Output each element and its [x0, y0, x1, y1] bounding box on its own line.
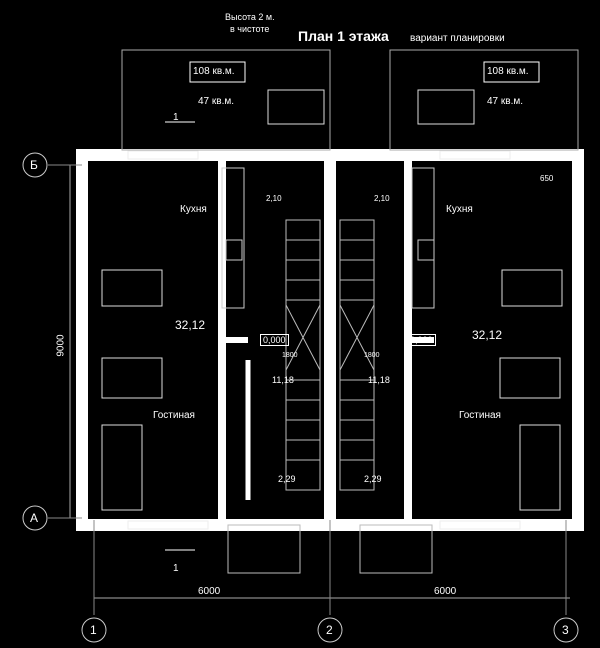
- area-main-right: 32,12: [472, 328, 503, 342]
- porch-left: [227, 524, 301, 574]
- dim-height: 9000: [55, 334, 67, 357]
- room-kitchen-right: Кухня: [446, 204, 473, 215]
- axis-bubble-1: [81, 617, 107, 643]
- dim-span-left: 6000: [198, 586, 221, 597]
- kitchen-counter-left: [221, 167, 245, 309]
- window: [439, 520, 521, 530]
- window: [127, 150, 199, 160]
- porch-right: [359, 524, 433, 574]
- outer-wall-right-unit: [324, 149, 584, 531]
- area-bath-left: 2,29: [278, 474, 296, 484]
- axis-bubble-b: [22, 152, 48, 178]
- area-main-left: 32,12: [175, 318, 206, 332]
- terrace-table-right: [417, 89, 475, 125]
- stove-right: [417, 239, 435, 261]
- window: [439, 150, 511, 160]
- sofa-left-1: [101, 357, 163, 399]
- elevation-right: 0,000: [407, 334, 436, 346]
- sofa-right-2: [519, 424, 561, 511]
- room-kitchen-left: Кухня: [180, 204, 207, 215]
- sofa-left-2: [101, 424, 143, 511]
- axis-label-1: 1: [90, 623, 97, 637]
- window: [127, 520, 209, 530]
- area-plot-right: 47 кв.м.: [487, 96, 524, 107]
- ceiling-note-line2: в чистоте: [230, 24, 270, 34]
- axis-bubble-3: [553, 617, 579, 643]
- room-living-right: Гостиная: [459, 410, 501, 421]
- axis-bubble-2: [317, 617, 343, 643]
- section-mark-label-top: 1: [173, 112, 179, 123]
- plan-subtitle: вариант планировки: [410, 33, 505, 44]
- room-living-left: Гостиная: [153, 410, 195, 421]
- dim-span-right: 6000: [434, 586, 457, 597]
- stair-width-right: 1800: [364, 352, 380, 359]
- axis-label-b: Б: [30, 158, 38, 172]
- kitchen-counter-right: [411, 167, 435, 309]
- ceiling-note-line1: Высота 2 м.: [225, 12, 275, 22]
- elevation-left: 0,000: [260, 334, 289, 346]
- stair-width-left: 1800: [282, 352, 298, 359]
- terrace-left: [121, 49, 331, 151]
- terrace-table-left: [267, 89, 325, 125]
- plan-title: План 1 этажа: [298, 28, 389, 44]
- area-stair-left: 11,18: [272, 375, 294, 385]
- stove-left: [225, 239, 243, 261]
- area-small-right: 2,10: [374, 194, 390, 203]
- area-small-left: 2,10: [266, 194, 282, 203]
- axis-label-2: 2: [326, 623, 333, 637]
- area-total-left: 108 кв.м.: [193, 66, 235, 77]
- section-mark-label-bottom: 1: [173, 563, 179, 574]
- dining-table-right: [501, 269, 563, 307]
- area-box-right: [483, 61, 540, 83]
- axis-label-3: 3: [562, 623, 569, 637]
- area-stair-right: 11,18: [368, 375, 390, 385]
- dining-table-left: [101, 269, 163, 307]
- area-total-right: 108 кв.м.: [487, 66, 529, 77]
- axis-label-a: А: [30, 511, 39, 525]
- area-bath-right: 2,29: [364, 474, 382, 484]
- area-box-left: [189, 61, 246, 83]
- staircase-right: [339, 219, 375, 491]
- axis-bubble-a: [22, 505, 48, 531]
- area-plot-left: 47 кв.м.: [198, 96, 235, 107]
- terrace-right: [389, 49, 579, 151]
- staircase-left: [285, 219, 321, 491]
- sofa-right-1: [499, 357, 561, 399]
- dim-wall-650: 650: [540, 174, 554, 183]
